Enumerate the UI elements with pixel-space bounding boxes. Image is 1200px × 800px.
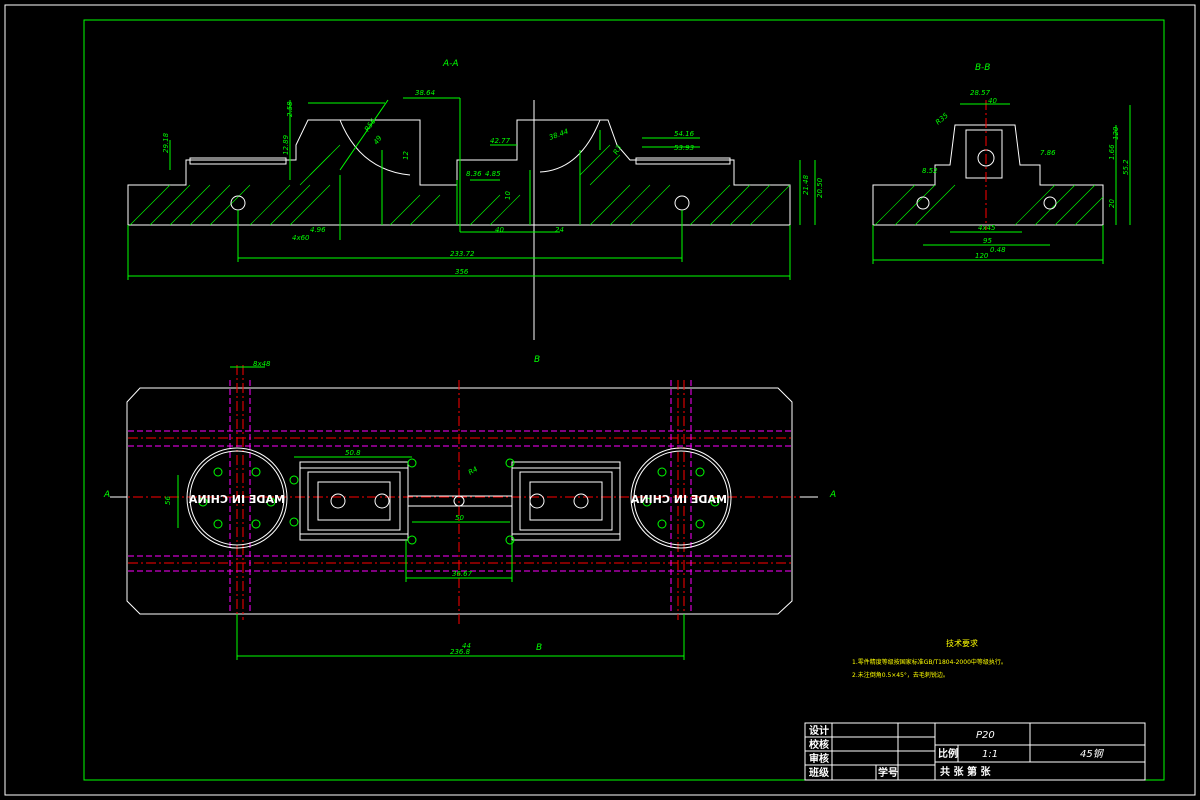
plan-dim-36-67: 36.67 <box>452 570 473 578</box>
title-block: 设计 校核 审核 班级 学号 P20 比例 1:1 45钢 共 张 第 张 <box>804 722 1146 781</box>
aa-dim-24: 24 <box>555 226 564 234</box>
drawing-frame <box>83 19 1165 781</box>
aa-dim-4x60: 4x60 <box>292 234 310 242</box>
bb-dim-120: 120 <box>975 252 989 260</box>
plan-dim-236-8: 236.8 <box>450 648 471 656</box>
plan-dim-56: 56 <box>164 496 172 505</box>
tb-design: 设计 <box>809 724 829 737</box>
marker-b-top: B <box>534 355 540 365</box>
plan-dim-50: 50 <box>455 514 464 522</box>
tb-check: 校核 <box>809 738 829 751</box>
tb-class: 班级 <box>809 766 830 779</box>
aa-dim-20-50: 20.50 <box>816 177 824 198</box>
bb-dim-20: 20 <box>1108 199 1116 208</box>
bb-dim-95: 95 <box>983 237 992 245</box>
tech-notes-heading: 技术要求 <box>946 638 978 648</box>
aa-dim-r56: R56 <box>363 117 378 133</box>
tb-student-no: 学号 <box>878 766 898 779</box>
left-engraving: MADE IN CHINA <box>188 493 285 506</box>
marker-b-bottom: B <box>536 643 542 653</box>
section-bb-view: B-B 28.57 40 R35 8.52 7.86 1.66 55.2 20 … <box>872 63 1131 264</box>
bb-dim-8-52: 8.52 <box>922 167 938 175</box>
aa-dim-38-64: 38.64 <box>415 89 435 97</box>
aa-dim-53-93: 53.93 <box>674 144 694 152</box>
aa-dim-2-58: 2.58 <box>286 101 294 117</box>
plan-dim-8x48: 8x48 <box>253 360 271 368</box>
aa-dim-29-18: 29.18 <box>162 132 170 153</box>
aa-dim-r3: R3 <box>612 144 624 156</box>
plan-dim-44: 44 <box>462 642 471 650</box>
outer-frame <box>4 4 1196 796</box>
bb-dim-55-2: 55.2 <box>1122 159 1130 175</box>
bb-dim-40: 40 <box>988 97 997 105</box>
plan-dim-r4: R4 <box>467 465 479 477</box>
tb-scale-value: 1:1 <box>982 749 998 760</box>
aa-dim-38-44: 38.44 <box>548 128 570 142</box>
bb-dim-28-57: 28.57 <box>970 89 991 97</box>
tb-sheet: 共 张 第 张 <box>940 765 991 778</box>
bb-dim-r35: R35 <box>934 111 950 126</box>
aa-dim-40: 40 <box>495 226 504 234</box>
aa-dim-356: 356 <box>455 268 469 276</box>
bb-dim-120-top: 120 <box>1112 126 1120 140</box>
right-engraving: MADE IN CHINA <box>630 493 727 506</box>
plan-dim-50-8: 50.8 <box>345 449 361 457</box>
bb-dim-0-48: 0.48 <box>990 246 1006 254</box>
bb-dim-1-66: 1.66 <box>1108 144 1116 160</box>
aa-dim-4-85: 4.85 <box>485 170 501 178</box>
aa-dim-54-16: 54.16 <box>674 130 695 138</box>
section-aa-view: A-A <box>127 59 824 340</box>
section-bb-label: B-B <box>975 63 990 73</box>
tb-material: 45钢 <box>1080 748 1105 760</box>
aa-dim-4-96: 4.96 <box>310 226 326 234</box>
marker-a-left: A <box>103 490 110 500</box>
aa-dim-49: 49 <box>372 134 384 146</box>
tb-review: 审核 <box>809 752 829 765</box>
aa-dim-233-72: 233.72 <box>450 250 475 258</box>
aa-dim-21-48: 21.48 <box>802 174 810 195</box>
aa-dim-12-89: 12.89 <box>282 134 290 155</box>
aa-dim-8-36: 8.36 <box>466 170 482 178</box>
tb-drawing-name: P20 <box>976 730 995 741</box>
marker-a-right: A <box>829 490 836 500</box>
tb-scale-label: 比例 <box>938 747 958 760</box>
aa-dim-10: 10 <box>504 191 512 200</box>
aa-dim-42-77: 42.77 <box>490 137 511 145</box>
tech-note-2: 2.未注倒角0.5×45°，去毛刺锐边。 <box>852 671 949 679</box>
aa-dim-12: 12 <box>402 151 410 160</box>
bb-dim-4x45: 4x45 <box>978 224 996 232</box>
plan-view: MADE IN CHINA MADE IN CHINA A A B B <box>103 355 836 660</box>
bb-dim-7-86: 7.86 <box>1040 149 1056 157</box>
technical-requirements: 技术要求 1.零件精度等级按国家标准GB/T1804-2000中等级执行。 2.… <box>852 638 1007 679</box>
tech-note-1: 1.零件精度等级按国家标准GB/T1804-2000中等级执行。 <box>852 658 1007 666</box>
section-aa-label: A-A <box>442 59 459 69</box>
